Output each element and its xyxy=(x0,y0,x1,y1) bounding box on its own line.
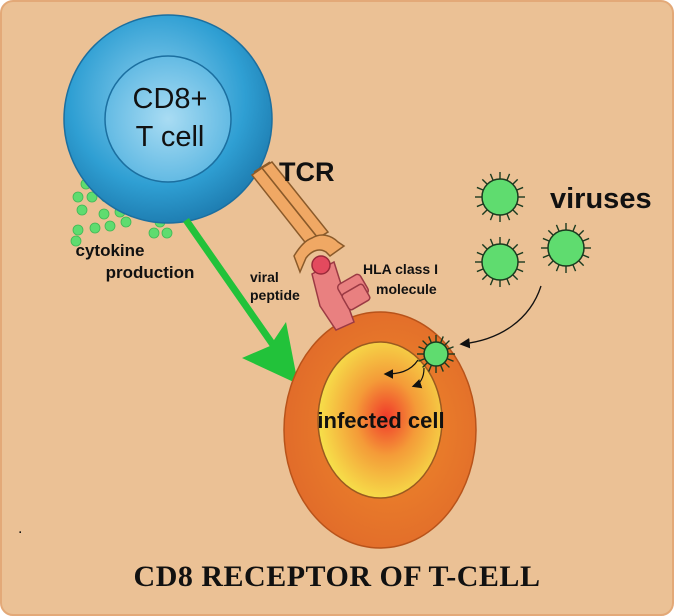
dot-mark: . xyxy=(18,520,22,537)
virus-group xyxy=(417,172,591,373)
virus-top xyxy=(475,172,525,222)
viral-peptide-label-line1: viral xyxy=(250,269,279,285)
tcr-label: TCR xyxy=(279,157,335,187)
viruses-label: viruses xyxy=(550,183,652,215)
hla-label-line1: HLA class I xyxy=(363,261,438,277)
virus-entering xyxy=(417,335,455,373)
cytokine-label-line2: production xyxy=(106,263,195,282)
virus-right xyxy=(541,223,591,273)
virus-middle xyxy=(475,237,525,287)
virus-entry-arrow xyxy=(459,285,542,349)
tcell-label-line1: CD8+ xyxy=(133,83,208,115)
viral-peptide-label-line2: peptide xyxy=(250,287,300,303)
green-arrow-head xyxy=(242,322,298,384)
hla-molecule xyxy=(311,260,371,331)
green-arrow-shaft xyxy=(183,217,281,355)
tcell-label-line2: T cell xyxy=(136,121,205,153)
infected-cell-label: infected cell xyxy=(317,408,444,433)
diagram-title: CD8 RECEPTOR OF T-CELL xyxy=(133,560,541,593)
tcell-nucleus xyxy=(104,55,232,183)
infected-cell-nucleus xyxy=(317,341,443,499)
internal-arrow-down xyxy=(411,367,425,389)
viral-peptide xyxy=(311,255,331,275)
internal-arrow-left xyxy=(383,359,419,379)
tcr-anchor-line xyxy=(253,161,271,173)
tcr-receptor xyxy=(250,161,346,275)
hla-label-line2: molecule xyxy=(376,281,437,297)
cytokine-label-line1: cytokine xyxy=(76,241,145,260)
